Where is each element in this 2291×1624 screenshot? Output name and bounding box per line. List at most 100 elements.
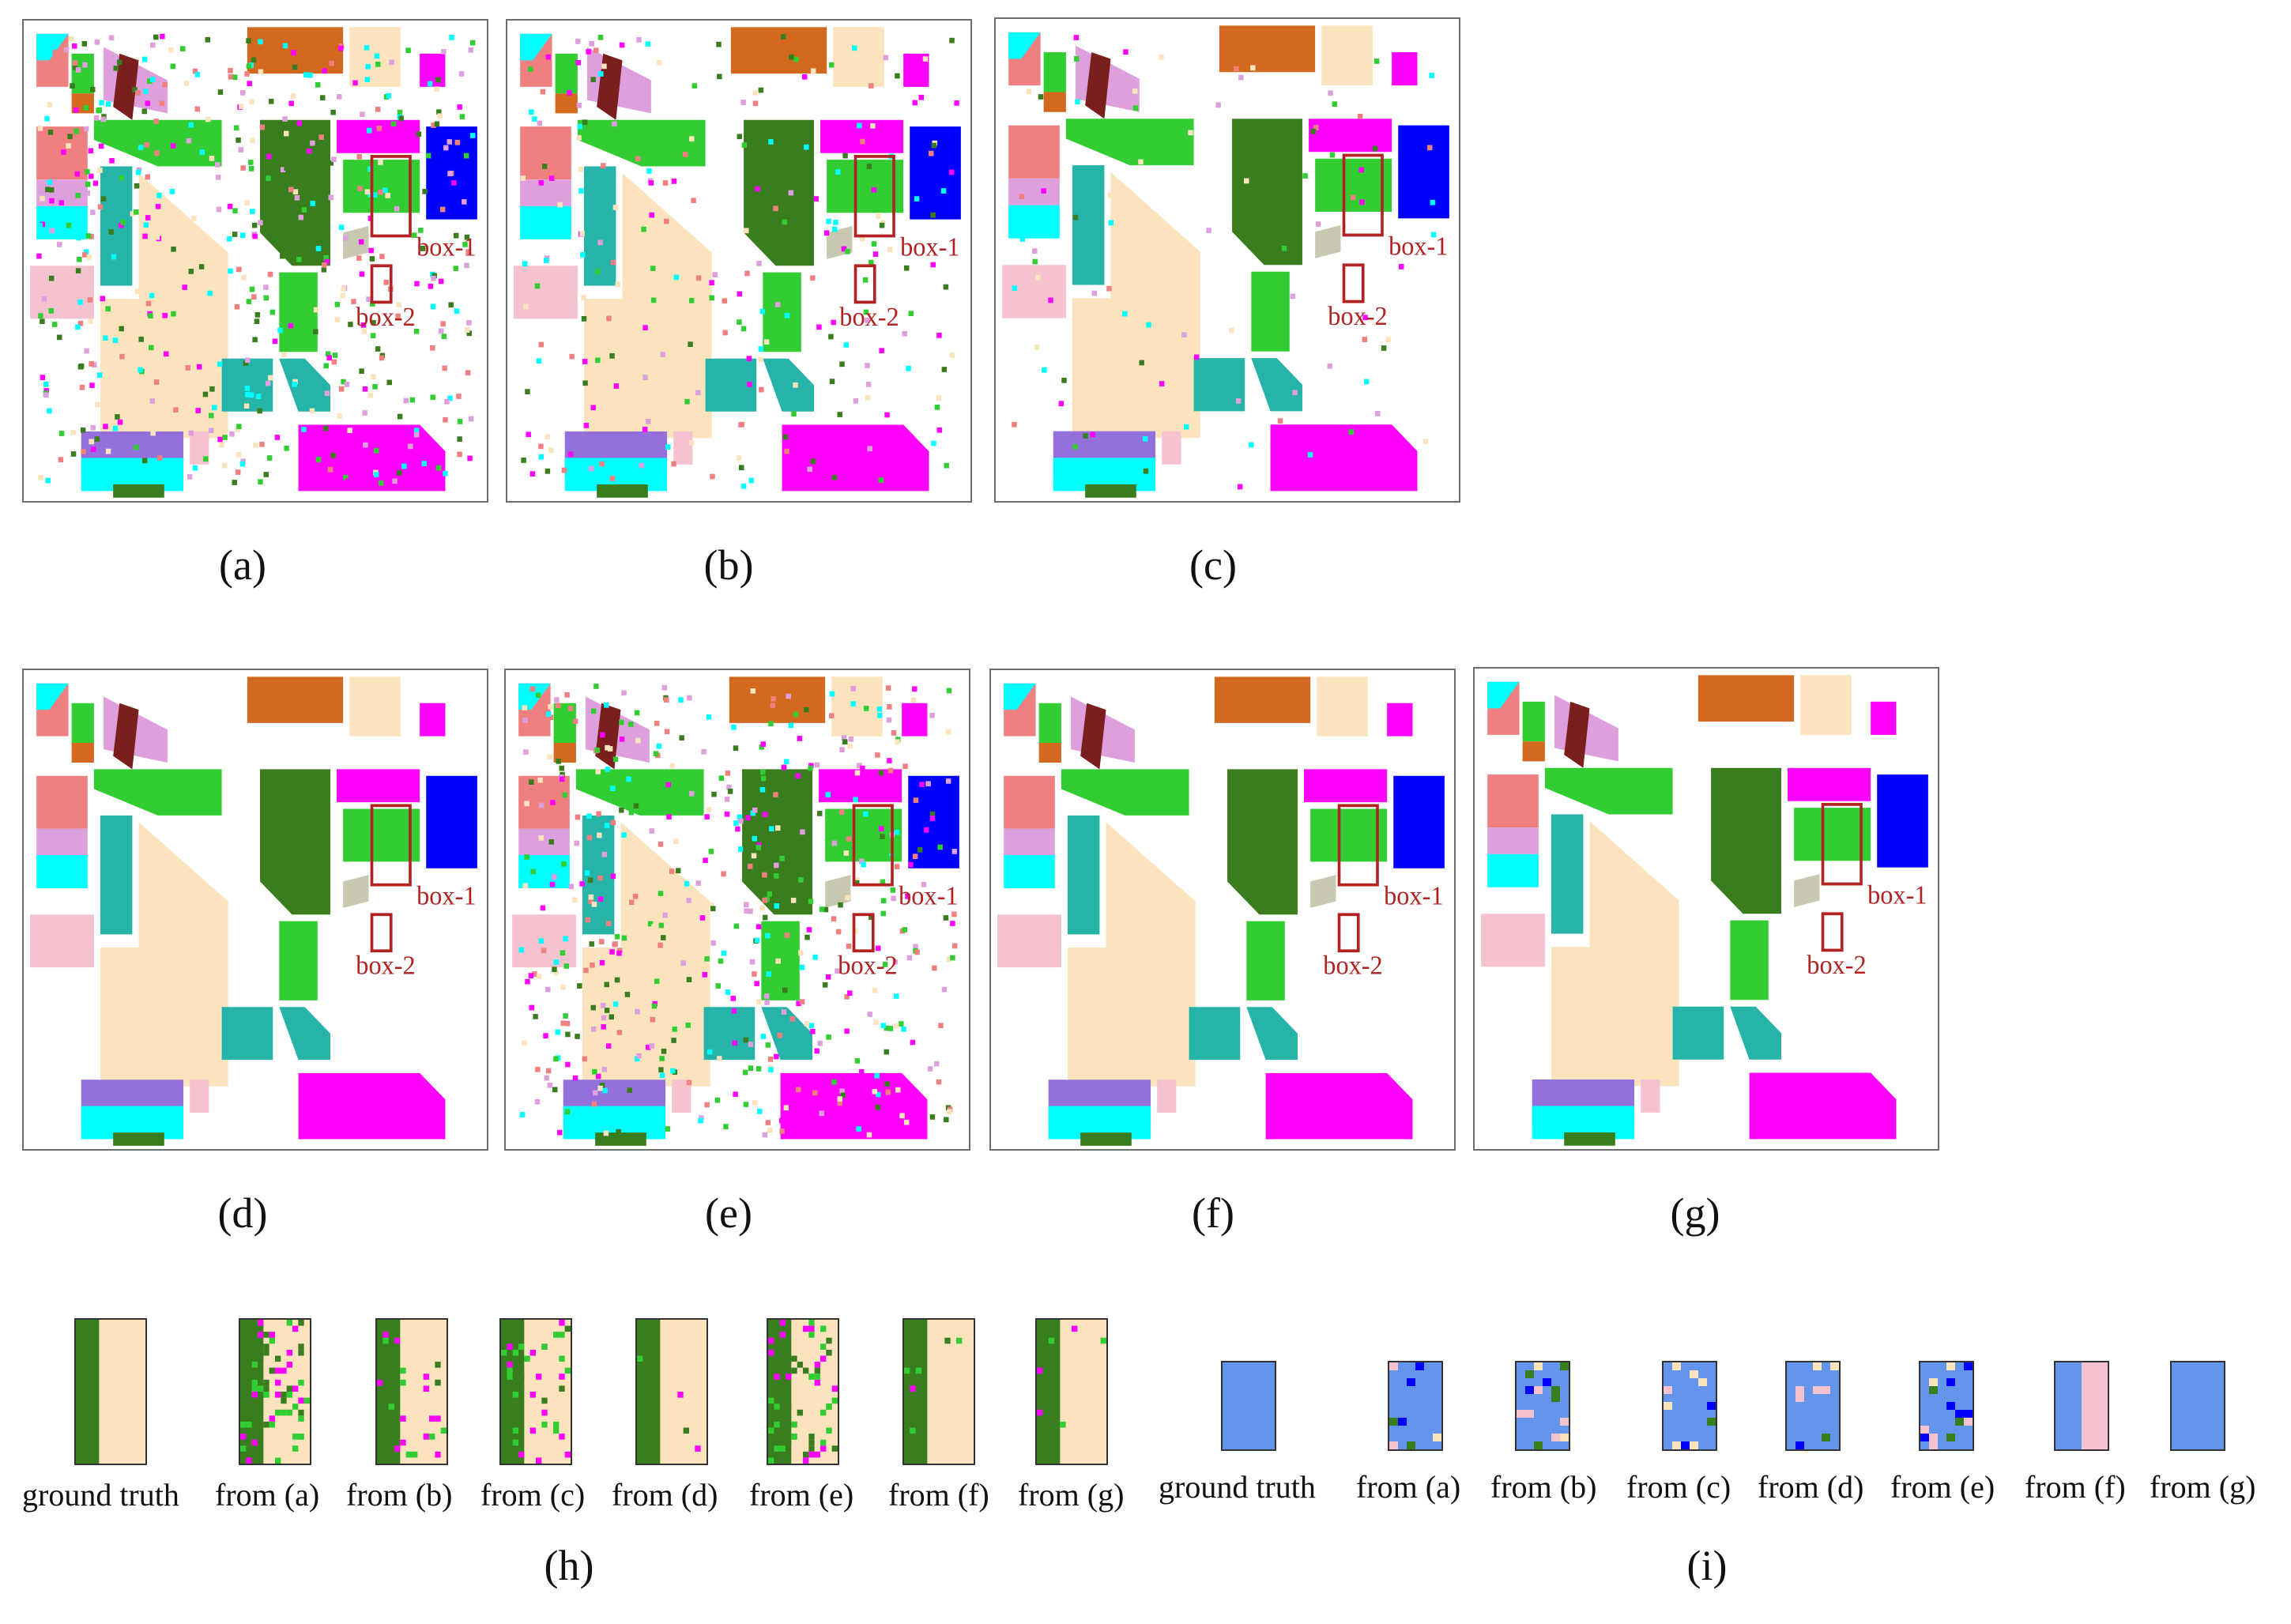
noise-pixel (835, 169, 841, 175)
noise-pixel (759, 786, 766, 793)
noise-pixel (760, 769, 766, 775)
noise-pixel (313, 307, 319, 313)
noise-pixel (45, 477, 51, 484)
field-soy_clean (1877, 774, 1928, 868)
field-soy_notill (1246, 921, 1285, 1000)
field-grass_trees (1008, 125, 1060, 179)
noise-pixel (1012, 285, 1018, 292)
noise-pixel (1159, 381, 1165, 386)
noise-pixel (90, 86, 96, 92)
noise-pixel (593, 684, 599, 689)
noise-pixel (239, 461, 246, 467)
noise-pixel (545, 711, 552, 717)
noise-pixel (465, 370, 471, 376)
noise-pixel (604, 823, 610, 828)
noise-pixel (764, 1000, 770, 1005)
noise-pixel (439, 206, 446, 213)
noise-pixel (599, 939, 605, 944)
noise-pixel (758, 87, 764, 93)
noise-pixel (409, 397, 416, 403)
noise-pixel (793, 711, 799, 718)
noise-pixel (171, 246, 176, 252)
field-grass_pasture (1551, 820, 1679, 1087)
noise-pixel (649, 828, 654, 834)
noise-pixel (458, 71, 465, 77)
noise-pixel (633, 803, 639, 809)
noise-pixel (710, 473, 715, 480)
noise-pixel (240, 90, 246, 96)
noise-pixel (320, 95, 326, 101)
noise-pixel (1032, 258, 1038, 265)
noise-pixel (621, 935, 627, 941)
noise-pixel (440, 321, 446, 327)
noise-pixel (1073, 35, 1080, 40)
noise-pixel (529, 1004, 534, 1011)
noise-pixel (642, 375, 648, 380)
noise-pixel (695, 390, 701, 396)
noise-pixel (863, 811, 869, 817)
noise-pixel (72, 43, 77, 49)
noise-pixel (688, 790, 695, 797)
noise-pixel (105, 306, 111, 312)
noise-pixel (1107, 192, 1113, 198)
noise-pixel (386, 92, 392, 99)
noise-pixel (552, 1087, 558, 1093)
noise-pixel (906, 955, 913, 961)
noise-pixel (744, 908, 749, 914)
field-buildings (1219, 25, 1316, 73)
noise-pixel (75, 324, 81, 330)
noise-pixel (398, 115, 404, 122)
noise-pixel (743, 1102, 749, 1107)
noise-pixel (238, 147, 244, 153)
noise-pixel (538, 180, 544, 186)
noise-pixel (860, 765, 865, 771)
caption-d: (d) (217, 1189, 268, 1237)
field-corn (1193, 358, 1245, 412)
noise-pixel (946, 688, 952, 694)
noise-pixel (96, 107, 103, 113)
noise-pixel (370, 333, 376, 339)
noise-pixel (597, 1085, 603, 1091)
noise-pixel (812, 1090, 818, 1096)
zoom-h-label: from (f) (888, 1477, 989, 1513)
field-grass_pasture (349, 676, 401, 737)
noise-pixel (145, 215, 151, 220)
noise-pixel (538, 938, 544, 944)
noise-pixel (331, 156, 337, 163)
noise-pixel (877, 712, 883, 718)
noise-pixel (428, 283, 434, 289)
noise-pixel (762, 897, 767, 903)
noise-pixel (927, 1066, 933, 1072)
noise-pixel (659, 1056, 665, 1061)
noise-pixel (148, 313, 153, 318)
noise-pixel (795, 1087, 801, 1093)
noise-pixel (425, 153, 431, 159)
noise-pixel (365, 63, 371, 70)
noise-pixel (464, 234, 470, 240)
noise-pixel (603, 1130, 609, 1136)
noise-pixel (859, 235, 865, 242)
noise-pixel (378, 480, 384, 486)
noise-pixel (619, 42, 625, 48)
noise-pixel (733, 745, 739, 751)
noise-pixel (222, 435, 228, 440)
box-2-outline (853, 264, 876, 304)
noise-pixel (549, 881, 556, 887)
noise-pixel (227, 203, 233, 209)
noise-pixel (347, 428, 352, 434)
noise-pixel (371, 320, 376, 326)
noise-pixel (579, 231, 585, 236)
noise-pixel (835, 929, 842, 935)
noise-pixel (759, 308, 766, 315)
noise-pixel (243, 360, 249, 366)
field-soy_notill (1043, 52, 1066, 92)
noise-pixel (90, 209, 96, 216)
noise-pixel (725, 771, 731, 776)
noise-pixel (434, 121, 440, 127)
noise-pixel (250, 209, 255, 214)
noise-pixel (744, 228, 749, 234)
field-corn (1251, 358, 1302, 412)
